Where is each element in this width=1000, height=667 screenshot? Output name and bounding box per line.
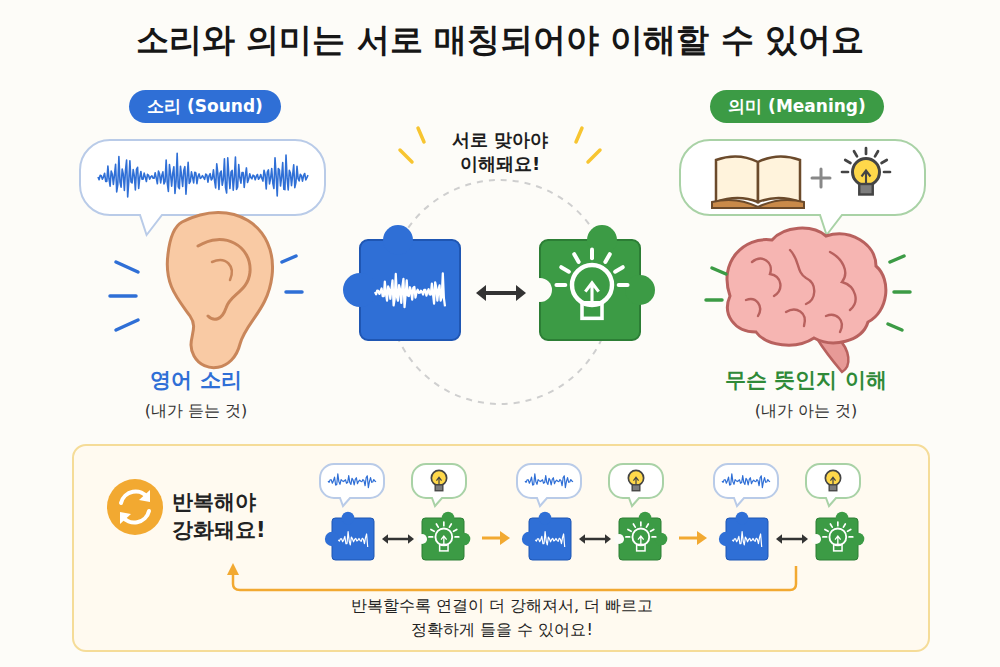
mini-sound-puzzle [325,512,374,560]
meaning-strokes [706,256,910,330]
step-arrow [482,531,510,545]
puzzle-wave [535,532,564,547]
mini-thought-bubble [412,464,466,506]
sound-pill: 소리 (Sound) [129,90,281,123]
step-arrow [679,531,707,545]
sound-strokes [110,256,302,330]
sound-caption: 영어 소리 [96,366,296,394]
puzzle-bulb [626,522,656,551]
match-arrow [476,285,526,301]
mini-sound-puzzle [719,512,768,560]
puzzle-wave [375,273,445,307]
mini-speech-bubble [320,464,384,506]
sound-puzzle [343,225,460,340]
mini-bulb [628,470,643,490]
mini-sound-wave [722,474,770,488]
mini-sound-wave [525,474,573,488]
meaning-pill: 의미 (Meaning) [710,90,884,123]
puzzle-wave [732,532,761,547]
mini-bulb [825,470,840,490]
bulb-icon [842,148,890,195]
plus-sign [812,169,830,187]
mini-match-arrow [579,534,611,544]
mini-thought-bubble [609,464,663,506]
puzzle-bulb [556,249,627,318]
puzzle-bulb [429,522,459,551]
thought-bubble [680,140,925,235]
mini-sound-wave [328,474,376,488]
sound-wave [98,153,308,197]
mini-sound-puzzle [522,512,571,560]
ear-icon [167,212,272,367]
mini-match-arrow [382,534,414,544]
mini-match-arrow [776,534,808,544]
panel-heading: 반복해야 강화돼요! [172,488,304,545]
mini-speech-bubble [714,464,778,506]
loop-arrow [227,563,796,590]
book-icon [712,156,804,208]
brain-icon [727,228,886,372]
repeat-panel: 반복해야 강화돼요! 반복할수록 연결이 더 강해져서, 더 빠르고 정확하게 들… [72,444,930,652]
panel-ground [72,444,930,652]
mini-meaning-puzzle [614,512,667,560]
mini-meaning-puzzle [417,512,470,560]
panel-note: 반복할수록 연결이 더 강해져서, 더 빠르고 정확하게 들을 수 있어요! [322,594,682,642]
mini-speech-bubble [517,464,581,506]
sound-subcaption: (내가 듣는 것) [96,400,296,422]
puzzle-wave [338,532,367,547]
meaning-puzzle [528,225,655,340]
pill-label: 의미 (Meaning) [728,95,866,118]
mini-bulb [431,470,446,490]
meaning-subcaption: (내가 아는 것) [706,400,906,422]
meaning-caption: 무슨 뜻인지 이해 [686,366,926,394]
repeat-icon [107,479,163,535]
mini-meaning-puzzle [811,512,864,560]
match-note: 서로 맞아야 이해돼요! [435,128,565,177]
pill-label: 소리 (Sound) [147,95,263,118]
mini-thought-bubble [806,464,860,506]
title: 소리와 의미는 서로 매칭되어야 이해할 수 있어요 [0,18,1000,63]
puzzle-bulb [823,522,853,551]
